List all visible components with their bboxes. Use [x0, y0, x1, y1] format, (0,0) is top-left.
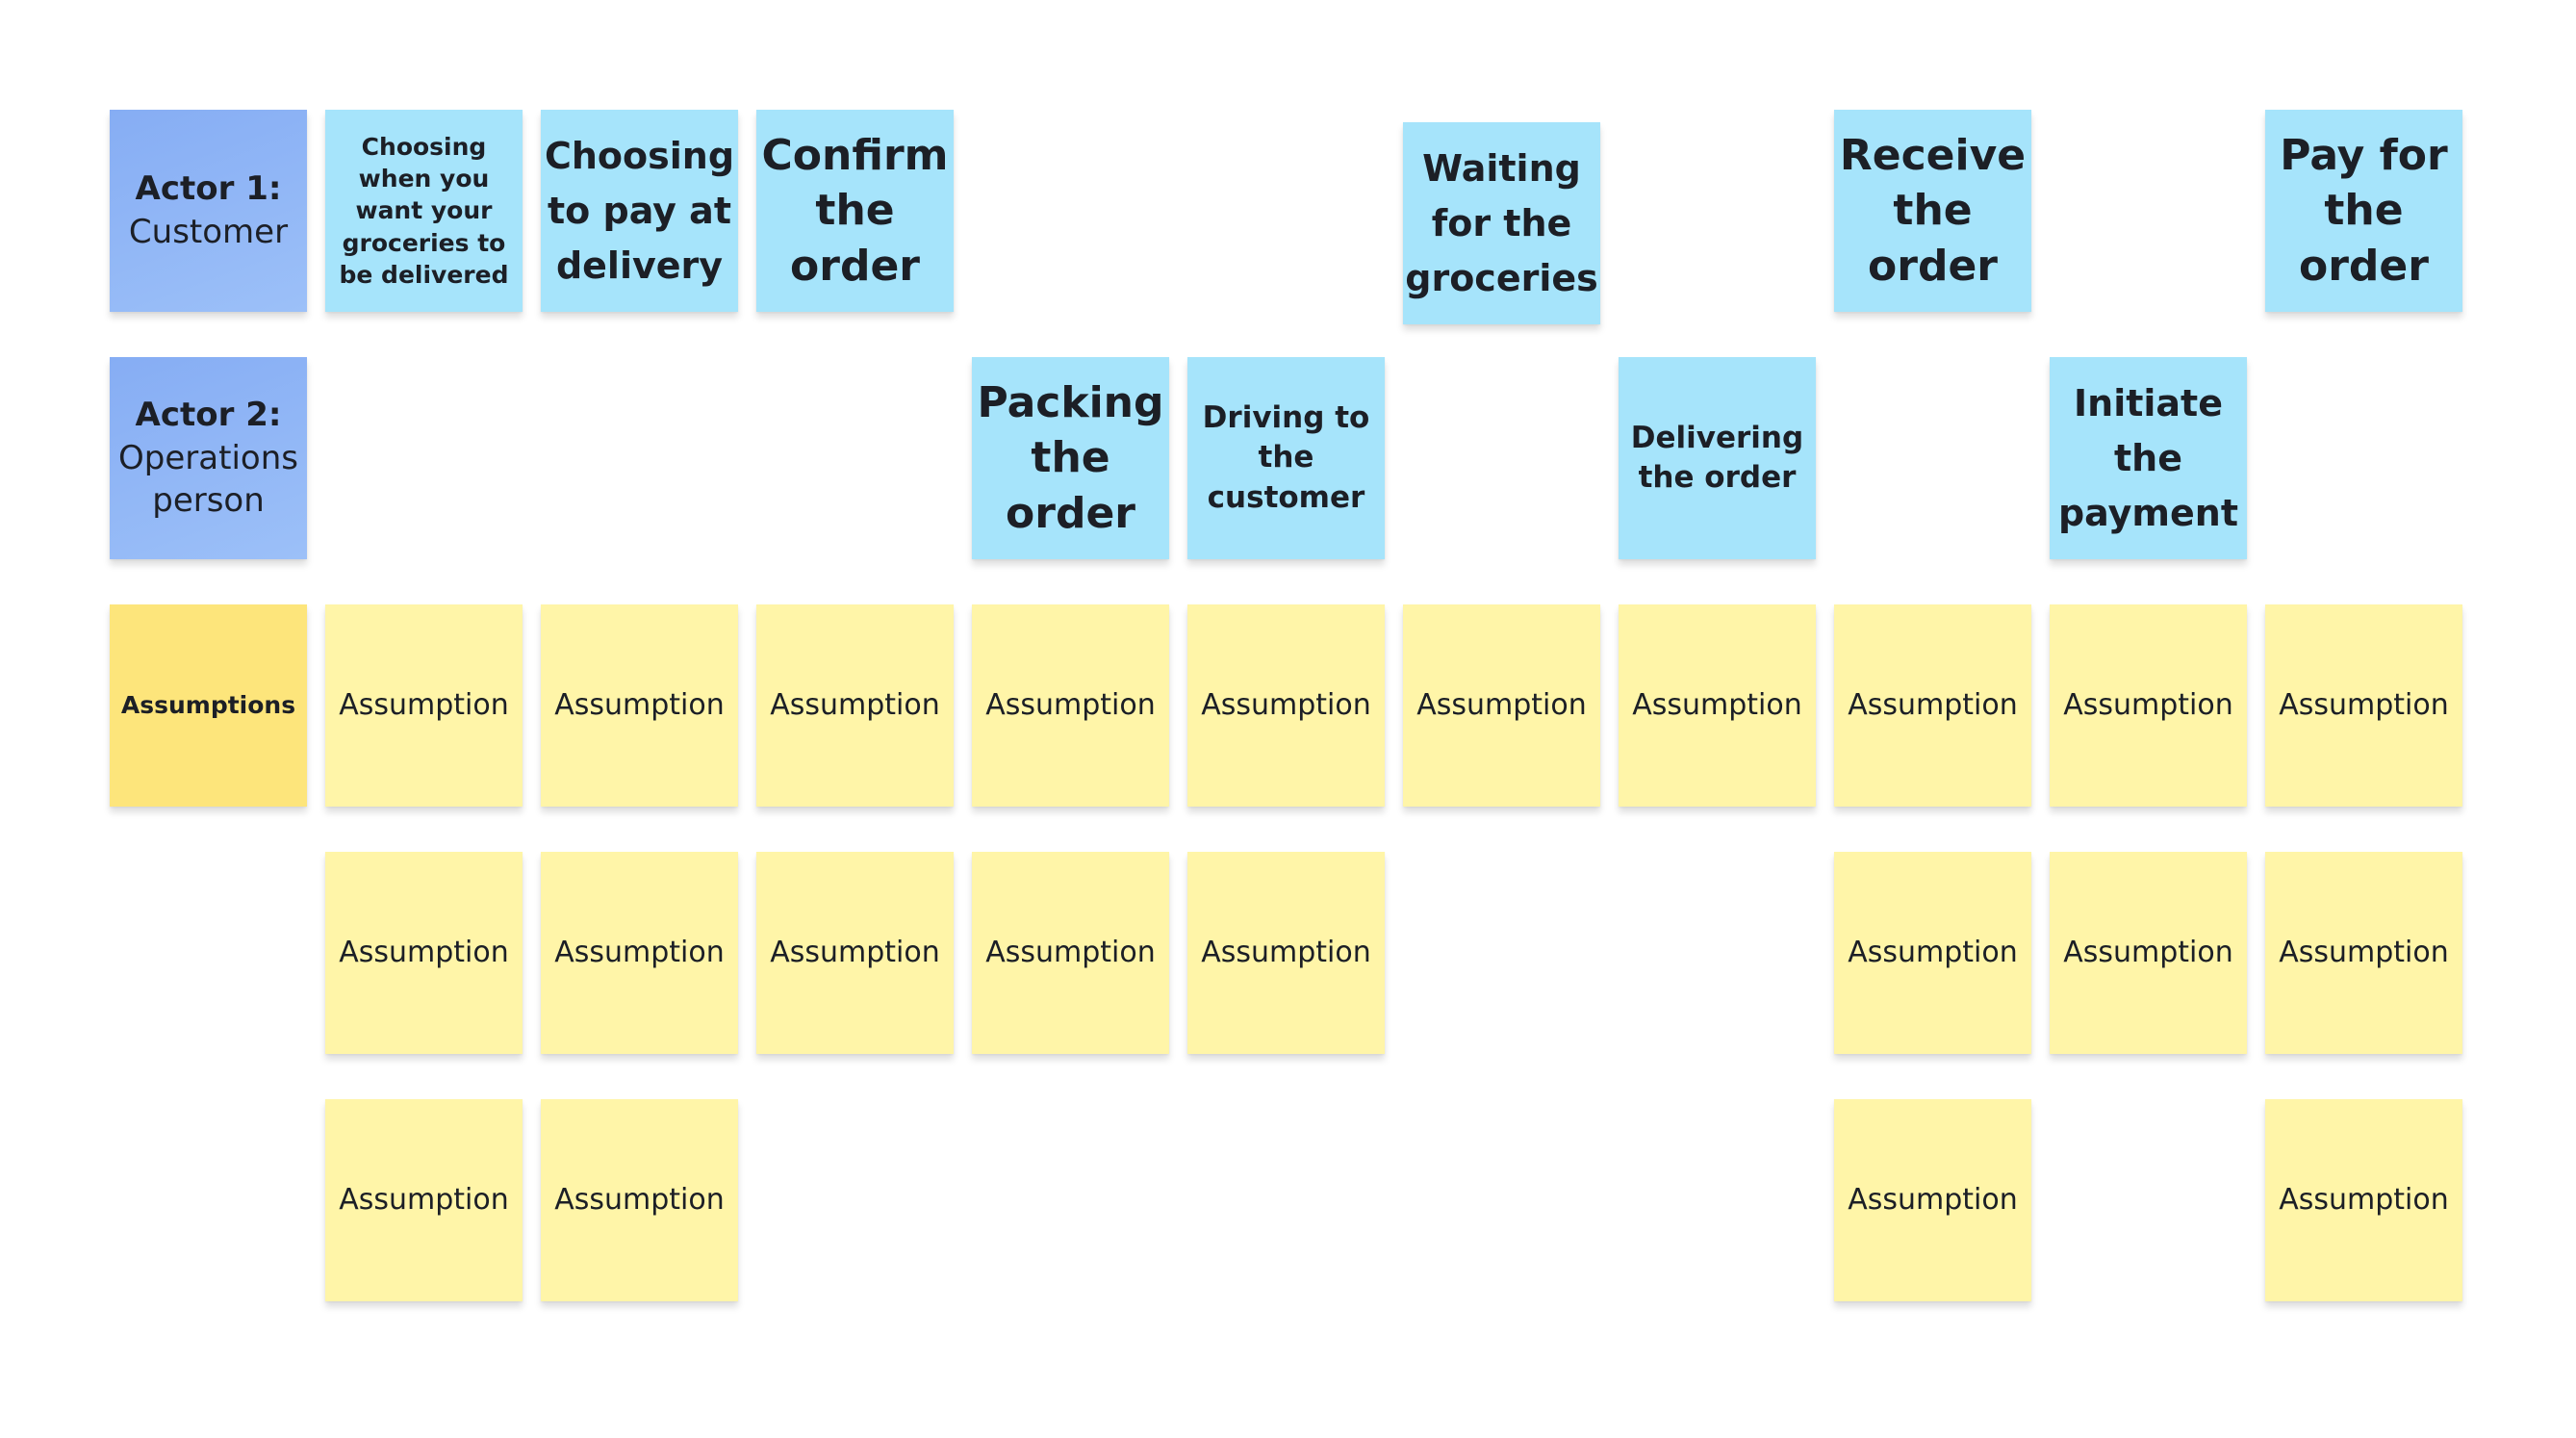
actor-label: Actor 1: Customer	[129, 167, 288, 254]
step-label: Driving to the customer	[1202, 400, 1370, 515]
assumption-note[interactable]: Assumption	[325, 1099, 523, 1301]
step-note-7[interactable]: Delivering the order	[1619, 357, 1816, 559]
step-note-8[interactable]: Receive the order	[1834, 110, 2031, 312]
step-label: Pay for the order	[2280, 131, 2448, 291]
actor-role: Actor 2:	[135, 395, 282, 434]
step-label: Waiting for the groceries	[1405, 146, 1598, 299]
assumption-label: Assumption	[2063, 687, 2233, 722]
assumption-label: Assumption	[339, 1182, 509, 1217]
step-label: Choosing when you want your groceries to…	[339, 132, 509, 289]
assumption-label: Assumption	[554, 1182, 725, 1217]
assumption-label: Assumption	[770, 935, 940, 969]
assumption-label: Assumption	[554, 935, 725, 969]
assumption-label: Assumption	[339, 687, 509, 722]
assumption-note[interactable]: Assumption	[2265, 604, 2462, 807]
assumption-label: Assumption	[2279, 1182, 2449, 1217]
step-note-4[interactable]: Packing the order	[972, 357, 1169, 559]
assumption-label: Assumption	[1201, 687, 1371, 722]
step-label: Confirm the order	[761, 131, 949, 291]
step-label: Packing the order	[977, 378, 1164, 538]
step-label: Choosing to pay at delivery	[544, 134, 735, 287]
assumption-note[interactable]: Assumption	[972, 604, 1169, 807]
step-label: Receive the order	[1839, 131, 2027, 291]
assumption-note[interactable]: Assumption	[325, 852, 523, 1054]
assumption-note[interactable]: Assumption	[756, 604, 954, 807]
step-note-3[interactable]: Confirm the order	[756, 110, 954, 312]
step-note-1[interactable]: Choosing when you want your groceries to…	[325, 110, 523, 312]
assumption-note[interactable]: Assumption	[541, 604, 738, 807]
assumption-note[interactable]: Assumption	[2050, 852, 2247, 1054]
assumption-note[interactable]: Assumption	[1619, 604, 1816, 807]
assumption-note[interactable]: Assumption	[972, 852, 1169, 1054]
actor-name: Customer	[128, 213, 289, 251]
step-note-9[interactable]: Initiate the payment	[2050, 357, 2247, 559]
assumption-label: Assumption	[1632, 687, 1802, 722]
actor-name: Operations person	[118, 438, 298, 521]
assumption-note[interactable]: Assumption	[756, 852, 954, 1054]
step-note-2[interactable]: Choosing to pay at delivery	[541, 110, 738, 312]
step-note-6[interactable]: Waiting for the groceries	[1403, 122, 1600, 324]
step-label: Delivering the order	[1630, 420, 1804, 495]
assumption-label: Assumption	[1848, 1182, 2018, 1217]
assumption-label: Assumption	[2279, 687, 2449, 722]
assumption-note[interactable]: Assumption	[2265, 1099, 2462, 1301]
step-note-10[interactable]: Pay for the order	[2265, 110, 2462, 312]
assumption-label: Assumption	[1848, 687, 2018, 722]
assumption-note[interactable]: Assumption	[1834, 604, 2031, 807]
assumption-note[interactable]: Assumption	[1187, 852, 1385, 1054]
assumption-note[interactable]: Assumption	[325, 604, 523, 807]
assumptions-header-note[interactable]: Assumptions	[110, 604, 307, 807]
assumption-note[interactable]: Assumption	[2265, 852, 2462, 1054]
step-label: Initiate the payment	[2057, 381, 2239, 534]
assumption-label: Assumption	[2279, 935, 2449, 969]
assumption-label: Assumption	[2063, 935, 2233, 969]
assumption-label: Assumption	[985, 935, 1156, 969]
actor-1-note[interactable]: Actor 1: Customer	[110, 110, 307, 312]
assumption-note[interactable]: Assumption	[2050, 604, 2247, 807]
assumption-note[interactable]: Assumption	[1187, 604, 1385, 807]
assumption-label: Assumption	[1201, 935, 1371, 969]
assumption-note[interactable]: Assumption	[1403, 604, 1600, 807]
assumption-label: Assumption	[770, 687, 940, 722]
assumption-note[interactable]: Assumption	[541, 852, 738, 1054]
assumption-label: Assumption	[1848, 935, 2018, 969]
assumption-note[interactable]: Assumption	[1834, 852, 2031, 1054]
assumption-label: Assumption	[554, 687, 725, 722]
assumption-note[interactable]: Assumption	[1834, 1099, 2031, 1301]
assumption-label: Assumption	[1416, 687, 1587, 722]
assumptions-header-label: Assumptions	[120, 690, 296, 719]
actor-label: Actor 2: Operations person	[118, 394, 298, 524]
assumption-label: Assumption	[339, 935, 509, 969]
assumption-note[interactable]: Assumption	[541, 1099, 738, 1301]
step-note-5[interactable]: Driving to the customer	[1187, 357, 1385, 559]
assumption-label: Assumption	[985, 687, 1156, 722]
actor-role: Actor 1:	[135, 169, 282, 209]
actor-2-note[interactable]: Actor 2: Operations person	[110, 357, 307, 559]
